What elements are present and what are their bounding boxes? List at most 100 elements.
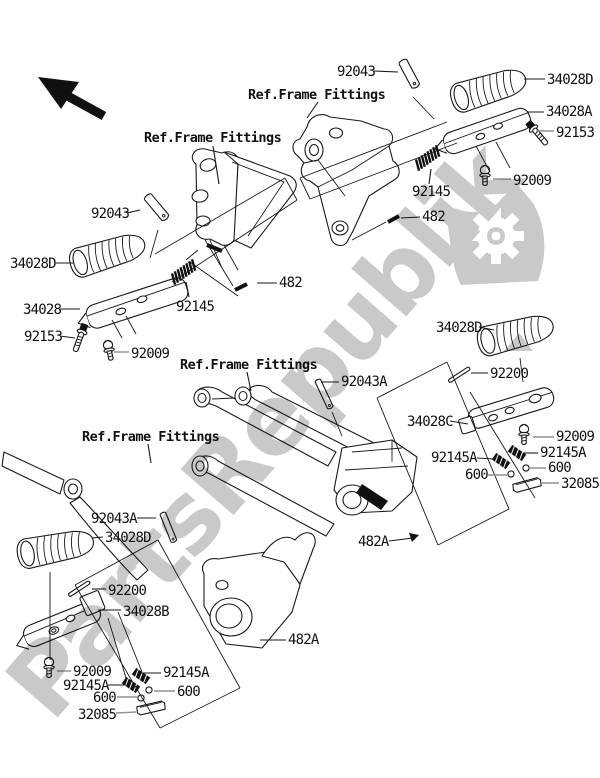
part-label-600-left-inner: 600 [177, 684, 200, 700]
detent-spring [491, 452, 511, 470]
leader-line [246, 371, 252, 392]
footpeg-bolt [523, 118, 552, 148]
leader-line [428, 168, 432, 185]
part-label-92153-left: 92153 [24, 329, 63, 345]
stopper-rubber [356, 484, 388, 510]
part-label-92145-right: 92145 [412, 184, 451, 200]
part-label-92200-left: 92200 [108, 583, 147, 599]
stopper-rubber [206, 243, 223, 253]
ref-frame-fittings-top-right: Ref.Frame Fittings [248, 87, 386, 103]
part-label-600-right-inner: 600 [465, 467, 488, 483]
cotter-pin-482 [234, 282, 248, 292]
leader-line [212, 145, 220, 185]
watermark-flag-tip [504, 333, 533, 351]
part-label-482a-bottom: 482A [288, 632, 320, 648]
part-label-92145a-right-outer: 92145A [540, 445, 587, 461]
footpeg-rubber [446, 62, 531, 116]
link-arm [1, 451, 65, 495]
holder-flange [261, 532, 316, 585]
part-label-34028: 34028 [23, 302, 62, 318]
part-label-92043-front-left: 92043 [91, 206, 130, 222]
leader-line [476, 457, 495, 460]
part-label-92009-front-right: 92009 [513, 173, 552, 189]
part-label-34028b: 34028B [123, 604, 169, 620]
part-label-34028d-rear-left: 34028D [105, 530, 151, 546]
boss-hole [328, 127, 344, 139]
front-left-footrest-drawing [65, 148, 298, 362]
leader-line [449, 420, 469, 425]
leader-lines [56, 70, 559, 714]
part-label-92009-rear-left: 92009 [73, 664, 112, 680]
arrow-tail [61, 90, 107, 120]
guide-lines [111, 177, 298, 339]
watermark-gear-icon [468, 208, 524, 264]
holder-detail [344, 440, 409, 471]
footrest-base-plate [434, 107, 532, 155]
pivot-pin [142, 192, 171, 223]
arm-eye-inner [67, 483, 79, 495]
arm-eye-inner [238, 390, 248, 402]
leader-line [115, 711, 137, 714]
part-label-34028a: 34028A [546, 104, 593, 120]
footrest-base-plate [458, 387, 555, 435]
leader-line [91, 536, 104, 539]
leader-line [373, 70, 399, 73]
arm-eye-inner [195, 460, 205, 472]
ref-frame-fittings-upper-left: Ref.Frame Fittings [144, 130, 282, 146]
part-label-92200-right: 92200 [490, 366, 529, 382]
guide-lines [299, 96, 511, 241]
link-arm-lower [69, 496, 149, 581]
ref-frame-fittings-lower-left: Ref.Frame Fittings [82, 429, 220, 445]
part-label-92009-rear-right: 92009 [556, 429, 595, 445]
arm-crossbolt [211, 397, 236, 400]
washer [522, 464, 530, 472]
leader-line [126, 209, 141, 214]
cotter-pin-482 [387, 214, 400, 224]
flange-hole [191, 189, 209, 203]
leader-line [400, 216, 421, 219]
rear-right-footrest-drawing [191, 309, 558, 546]
part-label-92009-front-left: 92009 [131, 346, 170, 362]
part-label-92145a-right-inner: 92145A [431, 450, 478, 466]
washer [145, 686, 153, 694]
footpeg-rubber [65, 227, 150, 281]
part-labels: 92043 Ref.Frame Fittings Ref.Frame Fitti… [10, 64, 600, 723]
part-label-32085-left: 32085 [78, 707, 117, 723]
part-label-482-left: 482 [279, 275, 302, 291]
direction-arrow [38, 77, 107, 120]
part-label-600-left-outer: 600 [93, 690, 116, 706]
arrowhead-482a [409, 533, 419, 542]
arrowhead [38, 77, 79, 109]
pivot-pin [397, 57, 421, 91]
bracket-plate-inner [231, 161, 285, 237]
leader-line [478, 326, 495, 331]
front-right-footrest-drawing [292, 57, 552, 247]
part-label-92145-left: 92145 [176, 299, 215, 315]
leader-line [147, 443, 152, 464]
part-label-34028d-front-right: 34028D [547, 72, 593, 88]
leader-line [388, 537, 414, 542]
arm-eye-inner [197, 392, 207, 404]
part-label-32085-right: 32085 [561, 476, 600, 492]
footrest-base-plate [77, 277, 189, 329]
part-label-600-right-outer: 600 [548, 460, 571, 476]
cylinder-bore-inner [308, 143, 320, 157]
leader-line [185, 281, 190, 298]
mount-bolt [101, 338, 117, 362]
part-label-92043-front-right: 92043 [337, 64, 376, 80]
holder-hole [215, 579, 229, 591]
ref-frame-fittings-middle: Ref.Frame Fittings [180, 357, 318, 373]
part-label-482-right: 482 [422, 209, 445, 225]
part-label-92145a-left-inner: 92145A [163, 665, 210, 681]
bracket-hanger [185, 239, 239, 297]
flange-hole [195, 215, 211, 227]
pivot-tube-inner [342, 490, 362, 510]
mount-bolt [518, 423, 530, 446]
part-label-92153-right: 92153 [556, 125, 595, 141]
lower-boss-inner [335, 224, 345, 232]
part-label-34028c: 34028C [407, 414, 453, 430]
washer [507, 470, 515, 478]
part-label-34028d-rear-right: 34028D [436, 320, 482, 336]
